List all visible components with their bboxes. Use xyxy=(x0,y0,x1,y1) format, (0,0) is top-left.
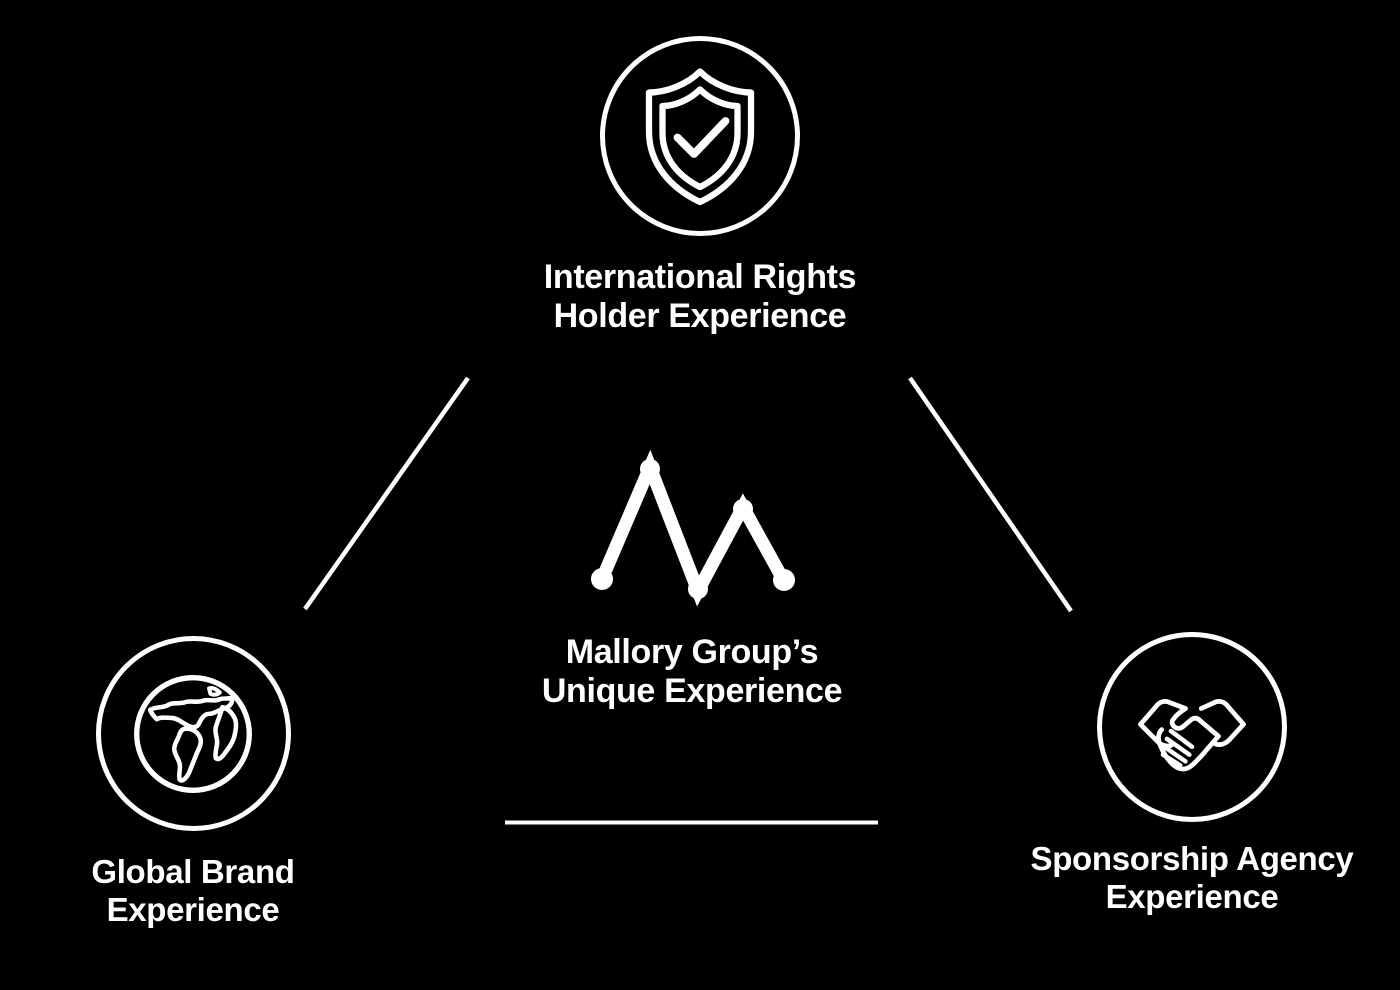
diagram-title: Mallory Group Experience Venn / Triangle… xyxy=(0,21,1,22)
node-label-global-brand: Global Brand Experience xyxy=(91,853,295,929)
node-label-international-rights-holder: International Rights Holder Experience xyxy=(543,258,857,336)
connector-left-diagonal xyxy=(303,376,470,611)
node-label-sponsorship-agency: Sponsorship Agency Experience xyxy=(1030,840,1354,916)
node-label-mallory-group-unique: Mallory Group’s Unique Experience xyxy=(541,633,843,711)
shield-check-icon-circle xyxy=(600,36,800,236)
handshake-icon-circle xyxy=(1097,632,1287,822)
globe-icon-circle xyxy=(95,636,291,831)
globe-icon xyxy=(134,674,252,793)
mallory-m-mark-icon xyxy=(591,449,795,607)
node-global-brand[interactable]: Global Brand Experience xyxy=(0,636,386,930)
connector-right-diagonal xyxy=(908,376,1073,613)
mallory-m-mark-wrap xyxy=(582,446,802,611)
node-sponsorship-agency[interactable]: Sponsorship Agency Experience xyxy=(992,632,1392,917)
node-international-rights-holder[interactable]: International Rights Holder Experience xyxy=(0,36,1400,337)
node-mallory-group-unique[interactable]: Mallory Group’s Unique Experience xyxy=(492,446,892,712)
handshake-icon xyxy=(1138,699,1246,772)
shield-check-icon xyxy=(645,68,755,206)
